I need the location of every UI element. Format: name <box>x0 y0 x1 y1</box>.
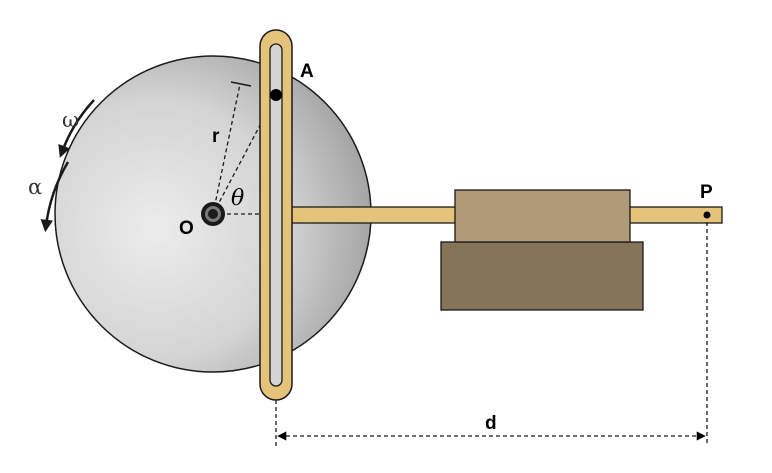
point-o-label: O <box>179 218 194 239</box>
distance-d-label: d <box>485 413 497 434</box>
radius-label: r <box>212 126 220 147</box>
guide-block <box>440 241 644 311</box>
point-a-label: A <box>300 61 314 82</box>
point-p-label: P <box>700 182 713 203</box>
pin-a <box>270 89 282 101</box>
omega-label: ω <box>62 108 79 132</box>
pivot-o-center <box>208 209 218 219</box>
rotation-arrow-omega <box>58 99 95 158</box>
yoke-slot <box>269 43 283 387</box>
alpha-label: α <box>28 175 42 199</box>
point-p-marker <box>703 211 711 219</box>
radius-dimension-line <box>212 83 241 215</box>
rotation-arrow-alpha <box>40 161 70 233</box>
radius-dimension-tick <box>230 81 252 87</box>
slider-block <box>454 189 631 243</box>
theta-label: θ <box>231 186 244 211</box>
